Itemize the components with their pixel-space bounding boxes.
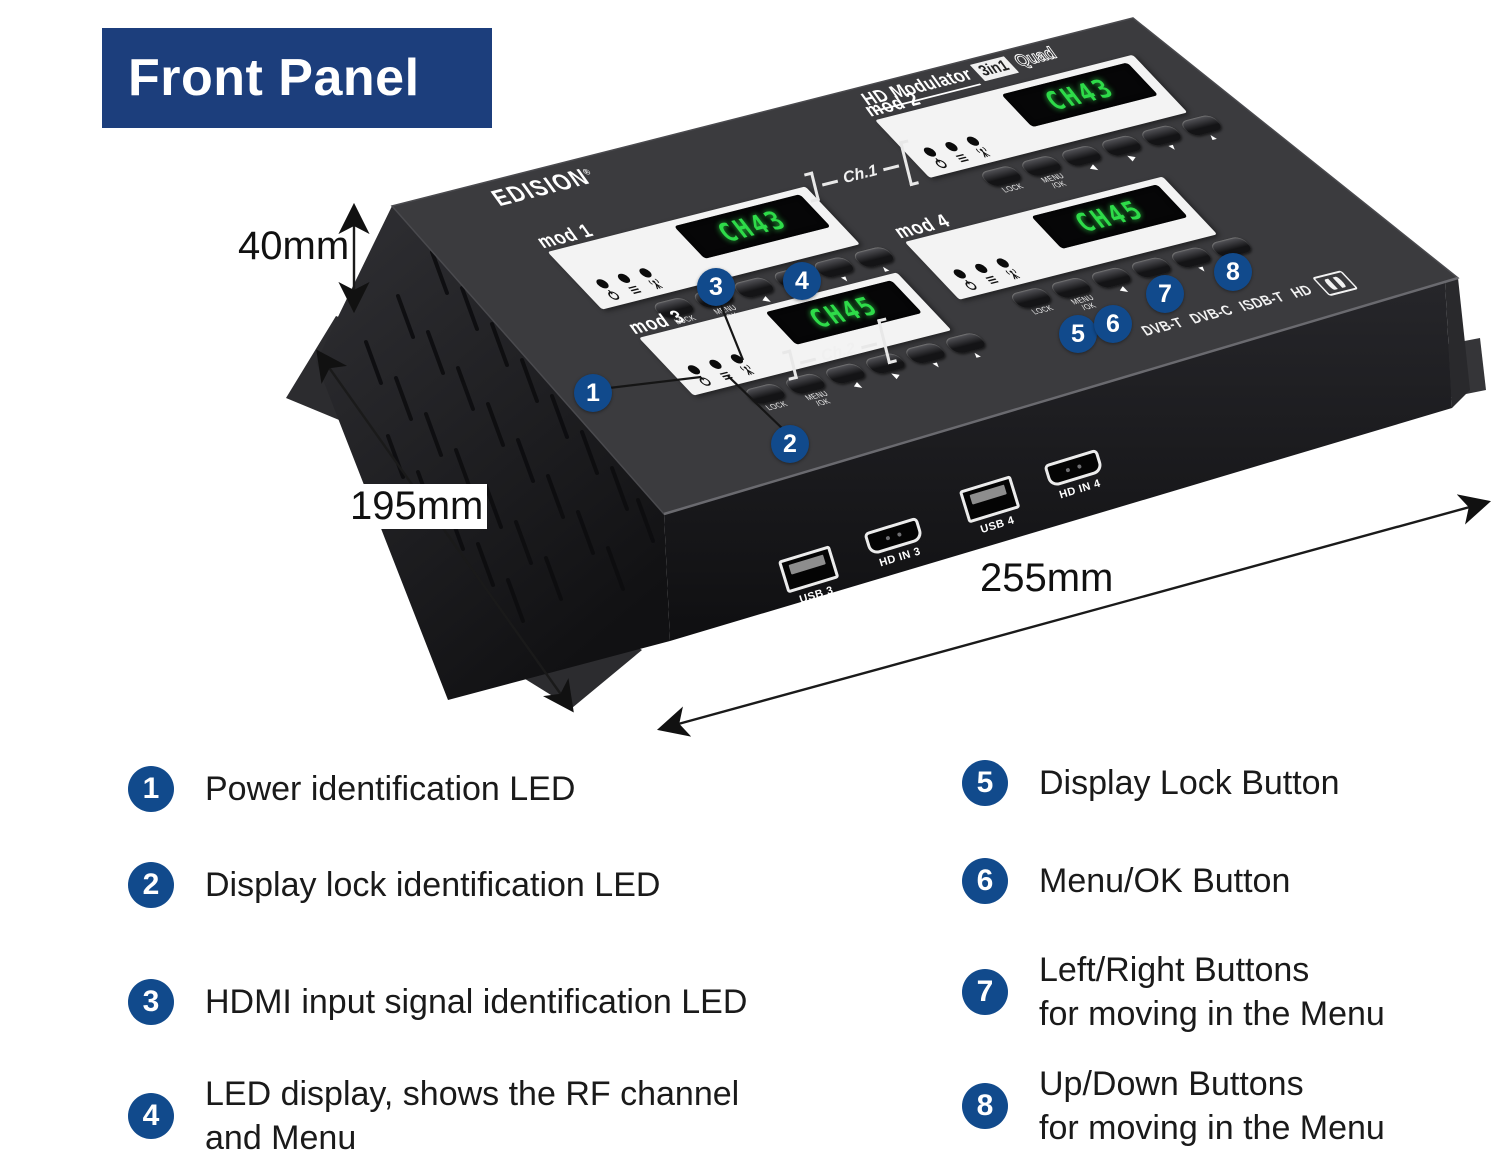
callout-8: 8: [1214, 253, 1252, 291]
display-lock-led: [706, 358, 725, 370]
legend-number: 7: [962, 969, 1008, 1015]
channel-label: Ch.1: [841, 162, 880, 187]
legend-item-5: 5 Display Lock Button: [962, 760, 1340, 806]
clover-mount-hole: [574, 604, 606, 636]
legend-number: 4: [128, 1093, 174, 1139]
callout-4: 4: [783, 262, 821, 300]
display-lock-led: [615, 272, 633, 284]
display-lock-icon: [624, 283, 644, 296]
port-usb3: USB 3: [775, 544, 847, 609]
legend-number: 5: [962, 760, 1008, 806]
power-led: [593, 278, 612, 290]
dolby-digital-logo: [1311, 270, 1359, 297]
led-indicators: [685, 353, 758, 387]
hdmi-signal-led: [994, 257, 1012, 269]
callout-3: 3: [697, 268, 735, 306]
port-usb4: USB 4: [956, 474, 1028, 539]
port-hdin3: HD IN 3: [861, 516, 930, 572]
display-lock-icon: [982, 273, 1002, 286]
module-panel: CH43: [874, 54, 1188, 178]
legend-number: 2: [128, 862, 174, 908]
led-indicators: [593, 267, 666, 301]
callout-7: 7: [1146, 275, 1184, 313]
power-icon: [930, 157, 950, 170]
depth-dimension-arrow: [316, 349, 574, 713]
port-hdin4: HD IN 4: [1041, 448, 1110, 504]
brand-logo: EDISION®: [483, 164, 598, 211]
module-mod4: mod 4 CH45 LOCK MENU/OK ◀: [887, 158, 1255, 336]
hdmi-signal-led: [636, 267, 655, 279]
legend-item-2: 2 Display lock identification LED: [128, 862, 660, 908]
broadcast-standards: DVB-T DVB-C ISDB-T HD: [1134, 270, 1359, 342]
power-icon: [603, 288, 623, 301]
power-icon: [694, 374, 714, 387]
width-dimension-arrow: [656, 494, 1492, 737]
legend-item-3: 3 HDMI input signal identification LED: [128, 979, 747, 1025]
device-right-face: [1445, 278, 1470, 408]
antenna-signal-icon: [973, 146, 993, 159]
power-led: [685, 364, 703, 376]
module-mod1: mod 1 CH43 LOCK MENU/OK ◀: [530, 168, 898, 346]
callout-2: 2: [771, 425, 809, 463]
callout-6: 6: [1094, 305, 1132, 343]
led-indicators: [921, 135, 994, 169]
legend-item-6: 6 Menu/OK Button: [962, 858, 1290, 904]
legend-item-1: 1 Power identification LED: [128, 766, 575, 812]
channel-label: Ch.2: [819, 340, 858, 365]
legend-number: 3: [128, 979, 174, 1025]
module-panel: CH45: [904, 176, 1218, 300]
power-led: [921, 146, 939, 158]
legend-number: 1: [128, 766, 174, 812]
display-lock-icon: [716, 369, 736, 382]
hdmi-signal-led: [728, 353, 746, 365]
display-lock-icon: [952, 151, 972, 164]
power-icon: [960, 279, 980, 292]
antenna-signal-icon: [646, 278, 666, 291]
isdb-t-logo: ISDB-T: [1234, 289, 1289, 314]
hd-logo: HD: [1285, 282, 1317, 301]
height-dimension-label: 40mm: [238, 224, 350, 268]
page-title: Front Panel: [128, 49, 420, 107]
depth-dimension-label: 195mm: [346, 484, 488, 529]
callout-1: 1: [574, 374, 612, 412]
hdmi-signal-led: [964, 135, 982, 147]
clover-mount-hole: [392, 358, 424, 390]
antenna-signal-icon: [1003, 268, 1023, 281]
dvb-t-logo: DVB-T: [1136, 315, 1188, 339]
module-panel: CH43: [547, 186, 860, 310]
led-indicators: [950, 257, 1023, 291]
callout-5: 5: [1059, 315, 1097, 353]
device-top-plane: EDISION® HD Modulator 3in1 Quad mod 1: [392, 14, 1428, 502]
display-lock-led: [942, 141, 961, 153]
power-led: [951, 268, 969, 280]
legend-number: 6: [962, 858, 1008, 904]
antenna-signal-icon: [737, 364, 757, 377]
width-dimension-label: 255mm: [980, 556, 1114, 600]
module-mod2: mod 2 CH43 LOCK MENU/OK ◀: [857, 36, 1225, 214]
dvb-c-logo: DVB-C: [1184, 302, 1238, 327]
legend-number: 8: [962, 1083, 1008, 1129]
display-lock-led: [972, 262, 990, 275]
